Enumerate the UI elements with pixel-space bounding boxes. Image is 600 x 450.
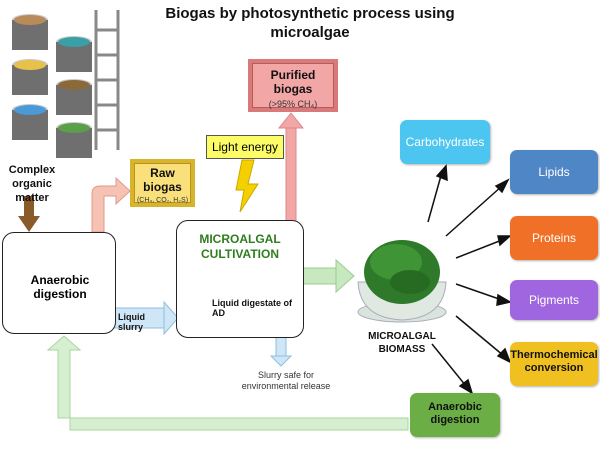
to-biomass-arrow: [301, 258, 355, 294]
liquid-slurry-arrow: [113, 300, 179, 336]
input-arrow: [18, 196, 40, 232]
slurry-release-label: Slurry safe for environmental release: [241, 370, 331, 391]
liquid-digestate-label: Liquid digestate of AD: [212, 298, 292, 318]
microalgal-biomass-label: MICROALGAL BIOMASS: [368, 331, 436, 355]
liquid-slurry-label: Liquid slurry: [118, 312, 145, 332]
raw-biogas-label: Raw biogas: [143, 166, 182, 194]
light-energy-label: Light energy: [206, 135, 284, 159]
raw-biogas-box: Raw biogas (CH₄, CO₂, H₂S): [130, 159, 195, 207]
diagram-title: Biogas by photosynthetic process using m…: [165, 5, 455, 41]
ladder-icon: [94, 10, 120, 150]
raw-biogas-composition: (CH₄, CO₂, H₂S): [136, 197, 189, 204]
pigments-box: Pigments: [510, 280, 598, 320]
microalgae-bowl-icon: [357, 240, 447, 323]
slurry-release-arrow: [269, 335, 293, 367]
raw-biogas-arrow: [91, 176, 131, 233]
purified-biogas-arrow: [277, 112, 305, 223]
thermochemical-box: Thermochemical conversion: [510, 342, 598, 386]
waste-bins-icon: [12, 10, 120, 158]
microalgal-cultivation-box: [176, 220, 304, 338]
anaerobic-digestion-box: [2, 232, 116, 334]
lipids-box: Lipids: [510, 150, 598, 194]
purified-biogas-box: Purified biogas (>95% CH₄): [248, 59, 338, 112]
complex-organic-matter-label: Complex organic matter: [8, 164, 56, 204]
purified-biogas-composition: (>95% CH₄): [268, 99, 318, 109]
product-arrows: [427, 164, 513, 395]
carbohydrates-box: Carbohydrates: [400, 120, 490, 164]
return-loop-arrow: [46, 335, 409, 431]
purified-biogas-label: Purified biogas: [270, 68, 316, 96]
lightning-icon: [235, 159, 259, 213]
proteins-box: Proteins: [510, 216, 598, 260]
anaerobic-digestion-output-box: Anaerobic digestion: [410, 393, 500, 437]
microalgal-cultivation-label: MICROALGAL CULTIVATION: [199, 232, 281, 261]
anaerobic-digestion-label: Anaerobic digestion: [30, 273, 90, 301]
